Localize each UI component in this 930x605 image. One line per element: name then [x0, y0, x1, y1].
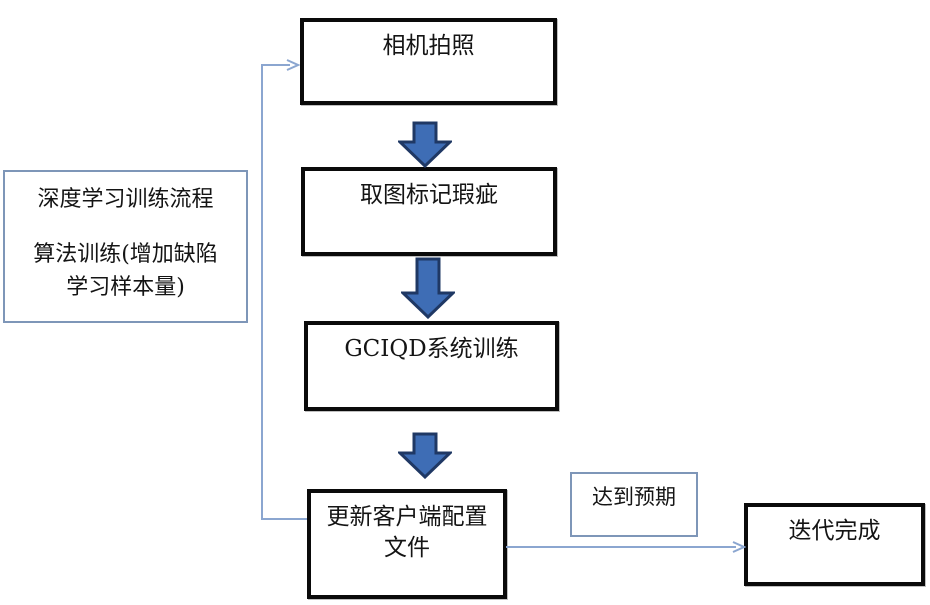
step-update-config-line-2: 文件	[384, 535, 430, 561]
down-block-arrow-icon	[401, 257, 455, 319]
feedback-connector-bottom-segment	[261, 518, 307, 520]
step-mark-defects-box: 取图标记瑕疵	[301, 167, 557, 256]
down-block-arrow-icon	[398, 432, 452, 479]
branch-condition-label: 达到预期	[592, 485, 676, 509]
branch-condition-box: 达到预期	[570, 472, 698, 537]
step-camera-label: 相机拍照	[382, 33, 475, 59]
side-note-line-2: 算法训练(增加缺陷	[33, 242, 218, 267]
end-step-box: 迭代完成	[744, 503, 925, 586]
side-note-line-1: 深度学习训练流程	[37, 187, 214, 212]
step-update-config-box: 更新客户端配置 文件	[307, 489, 507, 599]
down-block-arrow-icon	[398, 121, 452, 168]
step-update-config-line-1: 更新客户端配置	[326, 504, 488, 530]
step-system-training-label: GCIQD系统训练	[344, 336, 519, 362]
feedback-connector-vertical-segment	[261, 64, 263, 520]
side-note-box: 深度学习训练流程 算法训练(增加缺陷 学习样本量)	[3, 170, 248, 323]
step-mark-defects-label: 取图标记瑕疵	[360, 182, 498, 208]
step-camera-box: 相机拍照	[300, 18, 557, 105]
branch-connector-line	[506, 546, 736, 548]
connector-arrowhead-icon	[732, 541, 746, 553]
end-step-label: 迭代完成	[788, 518, 881, 544]
step-system-training-box: GCIQD系统训练	[304, 321, 559, 411]
feedback-connector-top-segment	[262, 64, 290, 66]
connector-arrowhead-icon	[286, 59, 300, 71]
side-note-spacer	[5, 216, 246, 238]
side-note-line-3: 学习样本量)	[66, 275, 185, 300]
